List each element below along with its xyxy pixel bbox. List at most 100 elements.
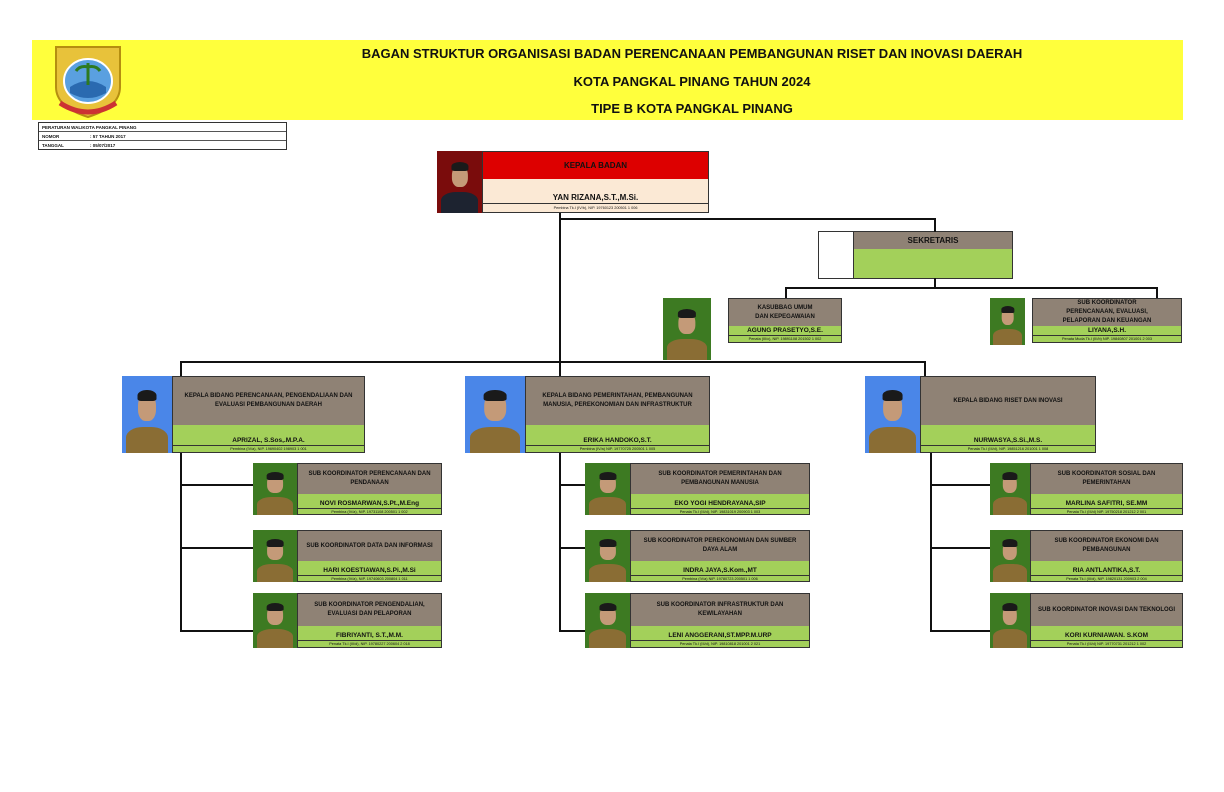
nomor-label: NOMOR [42, 133, 60, 139]
connector-line [180, 361, 182, 376]
unit-position: SUB KOORDINATOR SOSIAL DAN PEMERINTAHAN [1031, 464, 1182, 494]
connector-line [559, 453, 561, 632]
unit-name: EKO YOGI HENDRAYANA,SIP [631, 494, 809, 509]
subkoor-pengendalian-photo [253, 593, 297, 648]
kabid-pemerintahan-box: KEPALA BIDANG PEMERINTAHAN, PEMBANGUNAN … [525, 376, 710, 453]
subkoor-pemerintahan-pembangunan-box: SUB KOORDINATOR PEMERINTAHAN DAN PEMBANG… [630, 463, 810, 515]
unit-name: MARLINA SAFITRI, SE.MM [1031, 494, 1182, 509]
unit-nip: Penata Tk.I (III/d), NIP. 19780227 20060… [298, 641, 441, 647]
nomor-value: : 57 TAHUN 2017 [90, 133, 126, 139]
unit-nip: Penata (III/c), NIP. 19891108 201502 1 0… [729, 336, 841, 342]
unit-position: SUB KOORDINATOR PERENCANAAN DAN PENDANAA… [298, 464, 441, 494]
title-line-1: BAGAN STRUKTUR ORGANISASI BADAN PERENCAN… [361, 46, 1023, 61]
kabid-pemerintahan-photo [465, 376, 525, 453]
kepala-nip: Pembina Tk.I (IV/b), NIP. 19760123 20050… [483, 204, 708, 212]
subkoor-sosial-photo [990, 463, 1030, 515]
unit-position: SUB KOORDINATOR INFRASTRUKTUR DAN KEWILA… [631, 594, 809, 626]
unit-position: SUB KOORDINATOR PENGENDALIAN, EVALUASI D… [298, 594, 441, 626]
unit-position: SUB KOORDINATOR EKONOMI DAN PEMBANGUNAN [1031, 531, 1182, 561]
sekretaris-name [854, 249, 1012, 278]
unit-name: RIA ANTLANTIKA,S.T. [1031, 561, 1182, 576]
unit-nip: Pembina (IV/a), NIP. 19740603 200804 1 0… [298, 576, 441, 581]
unit-name: HARI KOESTIAWAN,S.Pi.,M.Si [298, 561, 441, 576]
unit-position: KEPALA BIDANG PERENCANAAN, PENGENDALIAAN… [173, 377, 364, 425]
subkoor-infrastruktur-photo [585, 593, 630, 648]
unit-name: AGUNG PRASETYO,S.E. [729, 326, 841, 336]
connector-line [180, 547, 253, 549]
connector-line [934, 218, 936, 232]
unit-name: APRIZAL, S.Sos,.M.P.A. [173, 425, 364, 446]
unit-name: LENI ANGGERANI,ST.MPP.M.URP [631, 626, 809, 641]
title-line-3: TIPE B KOTA PANGKAL PINANG [591, 101, 793, 116]
connector-line [930, 453, 932, 632]
unit-name: NOVI ROSMARWAN,S.Pt.,M.Eng [298, 494, 441, 509]
kabid-riset-box: KEPALA BIDANG RISET DAN INOVASI NURWASYA… [920, 376, 1096, 453]
unit-position: SUB KOORDINATOR PEREKONOMIAN DAN SUMBER … [631, 531, 809, 561]
connector-line [180, 453, 182, 632]
subkoor-data-informasi-box: SUB KOORDINATOR DATA DAN INFORMASI HARI … [297, 530, 442, 582]
subkoor-infrastruktur-box: SUB KOORDINATOR INFRASTRUKTUR DAN KEWILA… [630, 593, 810, 648]
unit-position: SUB KOORDINATOR INOVASI DAN TEKNOLOGI [1031, 594, 1182, 626]
subkoor-pemerintahan-pembangunan-photo [585, 463, 630, 515]
unit-position: SUB KOORDINATOR PEMERINTAHAN DAN PEMBANG… [631, 464, 809, 494]
unit-nip: Pembina (IV/a), NIP. 19731108 200501 1 0… [298, 509, 441, 514]
unit-nip: Pembina (IV/a), NIP. 19690402 198903 1 0… [173, 446, 364, 452]
kepala-badan-box: KEPALA BADAN YAN RIZANA,S.T.,M.Si. Pembi… [482, 151, 709, 213]
unit-nip: Penata Tk.I (III/d), NIP. 19851216 20100… [921, 446, 1095, 452]
connector-line [180, 484, 253, 486]
unit-position: SUB KOORDINATOR DATA DAN INFORMASI [298, 531, 441, 561]
unit-position: KASUBBAG UMUM DAN KEPEGAWAIAN [729, 299, 841, 326]
subkoor-perencanaan-pendanaan-box: SUB KOORDINATOR PERENCANAAN DAN PENDANAA… [297, 463, 442, 515]
kabid-perencanaan-photo [122, 376, 172, 453]
unit-nip: Penata Tk.I (III/d), NIP. 19831019 20090… [631, 509, 809, 514]
unit-position: SUB KOORDINATOR PERENCANAAN, EVALUASI, P… [1033, 299, 1181, 326]
kabid-perencanaan-box: KEPALA BIDANG PERENCANAAN, PENGENDALIAAN… [172, 376, 365, 453]
connector-line [559, 484, 585, 486]
unit-name: KORI KURNIAWAN. S.KOM [1031, 626, 1182, 641]
subkoor-perekonomian-photo [585, 530, 630, 582]
connector-line [180, 361, 926, 363]
kabid-riset-photo [865, 376, 920, 453]
connector-line [559, 547, 585, 549]
connector-line [1156, 287, 1158, 298]
unit-name: ERIKA HANDOKO,S.T. [526, 425, 709, 446]
subkoor-sosial-box: SUB KOORDINATOR SOSIAL DAN PEMERINTAHAN … [1030, 463, 1183, 515]
unit-nip: Penata Tk.I (III/d), NIP. 19810818 20100… [631, 641, 809, 647]
kepala-position: KEPALA BADAN [483, 152, 708, 179]
unit-nip: Pembina (IV/a) NIP. 19770725 200501 1 00… [526, 446, 709, 452]
connector-line [934, 278, 936, 288]
unit-nip: Pembina (IV/a) NIP. 19780723 200501 1 00… [631, 576, 809, 581]
unit-position: KEPALA BIDANG RISET DAN INOVASI [921, 377, 1095, 425]
unit-name: LIYANA,S.H. [1033, 326, 1181, 336]
subkoor-ekonomi-photo [990, 530, 1030, 582]
kasubbag-umum-photo [663, 298, 711, 360]
connector-line [930, 484, 990, 486]
unit-name: FIBRIYANTI, S.T.,M.M. [298, 626, 441, 641]
kepala-name: YAN RIZANA,S.T.,M.Si. [483, 179, 708, 204]
kasubbag-umum-box: KASUBBAG UMUM DAN KEPEGAWAIAN AGUNG PRAS… [728, 298, 842, 343]
title-line-2: KOTA PANGKAL PINANG TAHUN 2024 [573, 74, 811, 89]
regulation-title: PERATURAN WALIKOTA PANGKAL PINANG [42, 124, 137, 130]
connector-line [785, 287, 787, 298]
unit-name: INDRA JAYA,S.Kom.,MT [631, 561, 809, 576]
subkoor-inovasi-photo [990, 593, 1030, 648]
connector-line [930, 630, 990, 632]
header-banner: BAGAN STRUKTUR ORGANISASI BADAN PERENCAN… [32, 40, 1183, 120]
subkoor-perencanaan-keuangan-photo [990, 298, 1025, 345]
unit-nip: Penata Tk.I (III/d) NIP. 19750218 201212… [1031, 509, 1182, 514]
connector-line [180, 630, 253, 632]
tanggal-value: : 05/07/2017 [90, 143, 116, 148]
connector-line [559, 218, 936, 220]
subkoor-pengendalian-box: SUB KOORDINATOR PENGENDALIAN, EVALUASI D… [297, 593, 442, 648]
connector-line [924, 361, 926, 376]
subkoor-ekonomi-box: SUB KOORDINATOR EKONOMI DAN PEMBANGUNAN … [1030, 530, 1183, 582]
unit-nip: Penata Muda Tk.I (III/b) NIP. 19840807 2… [1033, 336, 1181, 342]
connector-line [559, 361, 561, 376]
city-logo [48, 41, 128, 119]
unit-nip: Penata Tk.I (III/d), NIP. 19820131 20090… [1031, 576, 1182, 581]
subkoor-data-informasi-photo [253, 530, 297, 582]
tanggal-label: TANGGAL [42, 143, 64, 148]
connector-line [930, 547, 990, 549]
connector-line [559, 213, 561, 363]
subkoor-perekonomian-box: SUB KOORDINATOR PEREKONOMIAN DAN SUMBER … [630, 530, 810, 582]
